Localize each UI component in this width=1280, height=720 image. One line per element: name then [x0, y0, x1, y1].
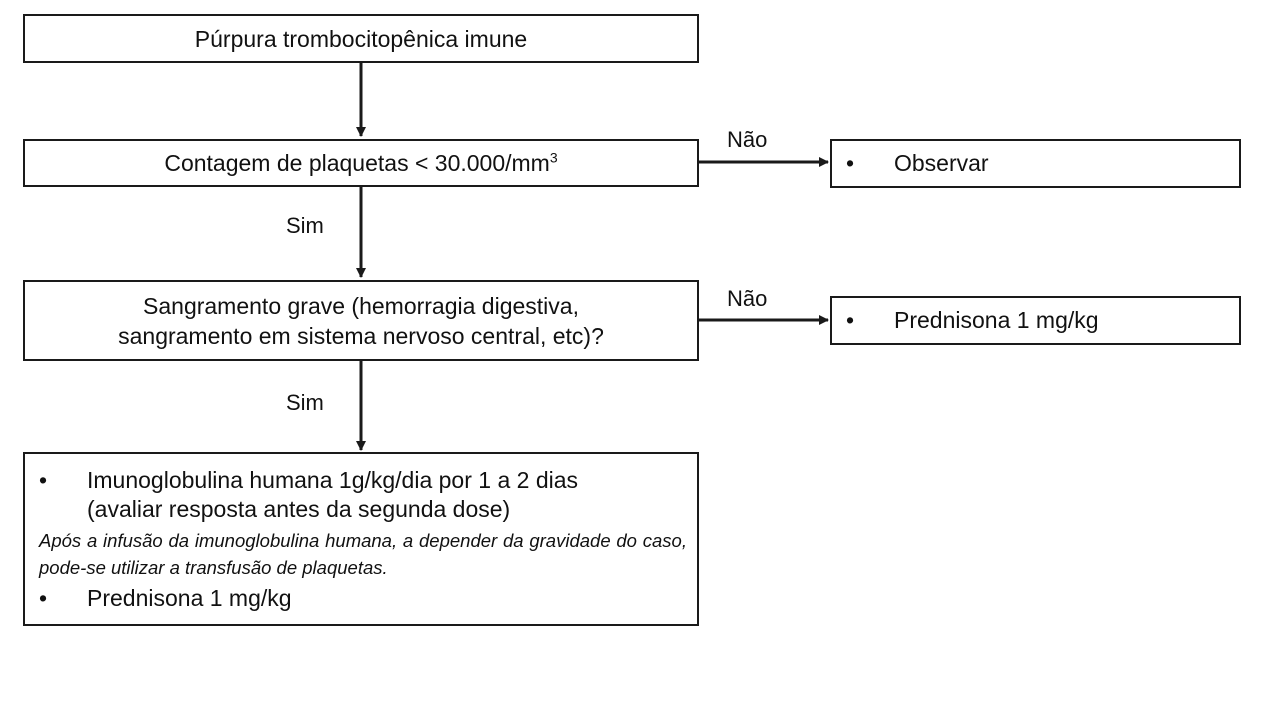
edge-label-platelet-yes: Sim	[286, 213, 324, 238]
node-bleeding-check-line1: Sangramento grave (hemorragia digestiva,	[143, 292, 579, 319]
platelet-check-superscript: 3	[549, 149, 558, 166]
bullet-icon: •	[846, 150, 855, 176]
node-observe-label: Observar	[894, 150, 989, 176]
treatment-item-prednisone: • Prednisona 1 mg/kg	[25, 584, 697, 613]
bullet-icon: •	[39, 585, 48, 611]
node-prednisone-no-bleeding: • Prednisona 1 mg/kg	[830, 296, 1241, 345]
edge-label-bleeding-no: Não	[727, 286, 768, 311]
treatment-item-immunoglobulin-line1: Imunoglobulina humana 1g/kg/dia por 1 a …	[87, 467, 579, 493]
treatment-item-immunoglobulin: • Imunoglobulina humana 1g/kg/dia por 1 …	[25, 466, 697, 524]
bullet-icon: •	[846, 307, 855, 333]
platelet-check-text: Contagem de plaquetas < 30.000/mm	[164, 150, 550, 176]
node-platelet-check: Contagem de plaquetas < 30.000/mm3	[23, 139, 699, 187]
edge-label-platelet-no: Não	[727, 127, 768, 152]
treatment-item-immunoglobulin-line2: (avaliar resposta antes da segunda dose)	[87, 496, 511, 522]
treatment-item-prednisone-label: Prednisona 1 mg/kg	[87, 585, 292, 611]
node-prednisone-no-bleeding-label: Prednisona 1 mg/kg	[894, 307, 1099, 333]
node-bleeding-check: Sangramento grave (hemorragia digestiva,…	[23, 280, 699, 361]
node-platelet-check-label: Contagem de plaquetas < 30.000/mm3	[164, 148, 557, 178]
node-bleeding-check-line2: sangramento em sistema nervoso central, …	[118, 322, 604, 349]
node-observe: • Observar	[830, 139, 1241, 188]
treatment-note: Após a infusão da imunoglobulina humana,…	[39, 530, 687, 578]
node-treatment: • Imunoglobulina humana 1g/kg/dia por 1 …	[23, 452, 699, 626]
node-start: Púrpura trombocitopênica imune	[23, 14, 699, 63]
bullet-icon: •	[39, 467, 48, 493]
node-start-label: Púrpura trombocitopênica imune	[194, 25, 528, 52]
edge-label-bleeding-yes: Sim	[286, 390, 324, 415]
